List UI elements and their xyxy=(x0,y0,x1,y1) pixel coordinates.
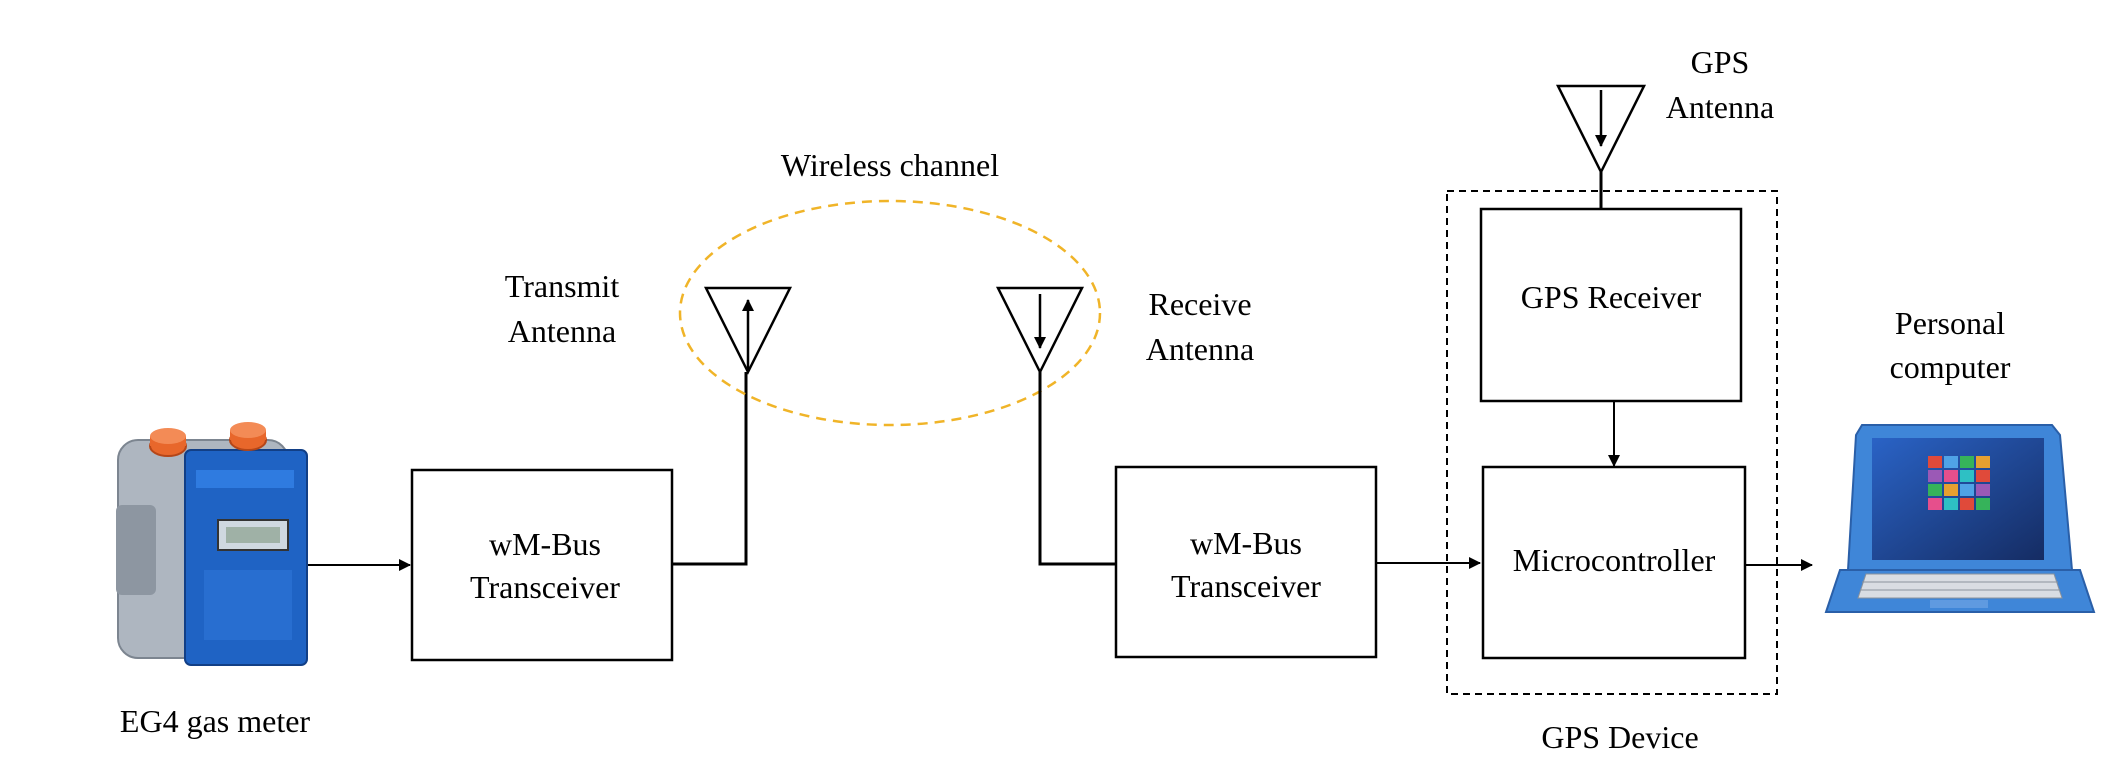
tx-antenna-feed xyxy=(672,372,748,566)
gps-receiver-box xyxy=(1479,207,1743,403)
transmit-antenna-icon xyxy=(703,286,793,375)
rx-transceiver-label: wM-Bus xyxy=(1190,525,1302,561)
personal-computer-label: computer xyxy=(1890,349,2011,385)
gps-antenna-label: Antenna xyxy=(1666,89,1774,125)
gps-antenna-icon xyxy=(1555,84,1647,209)
microcontroller-box xyxy=(1481,465,1747,660)
gas-meter-image xyxy=(116,422,308,666)
rx-transceiver-label: Transceiver xyxy=(1171,568,1321,604)
gas-meter-label: EG4 gas meter xyxy=(120,703,311,739)
gps-device-box xyxy=(1446,190,1778,695)
personal-computer-label: Personal xyxy=(1895,305,2005,341)
gps-antenna-label: GPS xyxy=(1691,44,1750,80)
transmit-antenna-label: Antenna xyxy=(508,313,616,349)
laptop-image xyxy=(1824,424,2096,613)
receive-antenna-icon xyxy=(995,286,1085,375)
wireless-channel-label: Wireless channel xyxy=(781,147,999,183)
rx-antenna-feed xyxy=(1038,372,1116,566)
microcontroller-label: Microcontroller xyxy=(1513,542,1716,578)
receive-antenna-label: Antenna xyxy=(1146,331,1254,367)
wireless-channel-ellipse xyxy=(678,199,1102,427)
transmit-antenna-label: Transmit xyxy=(505,268,620,304)
tx-transceiver-label: wM-Bus xyxy=(489,526,601,562)
gps-device-label: GPS Device xyxy=(1541,719,1698,755)
gps-receiver-label: GPS Receiver xyxy=(1521,279,1702,315)
tx-transceiver-label: Transceiver xyxy=(470,569,620,605)
receive-antenna-label: Receive xyxy=(1148,286,1251,322)
tx-transceiver-box xyxy=(410,468,674,662)
rx-transceiver-box xyxy=(1114,465,1378,659)
